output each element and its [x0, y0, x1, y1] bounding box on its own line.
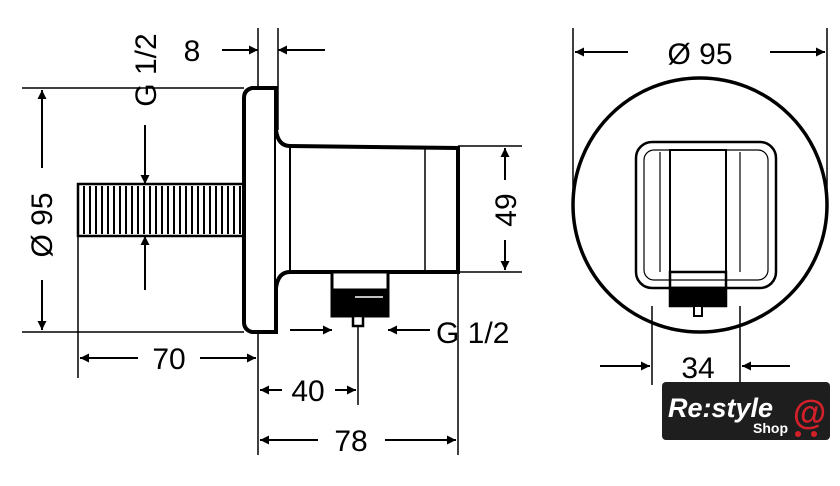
body: [274, 129, 460, 289]
dim-body-height: 49: [490, 193, 523, 226]
holder-inner: [669, 149, 727, 273]
restyle-shop-logo: Re:style Shop @: [662, 382, 830, 440]
logo-sub: Shop: [753, 420, 788, 436]
logo-at: @: [793, 394, 826, 432]
logo-brand: Re:style: [668, 393, 773, 423]
dim-pipe-length: 70: [152, 343, 185, 376]
dim-total-depth: 78: [334, 425, 367, 458]
dim-flange-thickness: 8: [184, 35, 201, 68]
dim-outlet-thread: G 1/2: [436, 317, 509, 350]
dim-outlet-offset: 40: [291, 375, 324, 408]
dim-rosette-diameter: Ø 95: [667, 38, 732, 71]
outlet-thread: [330, 288, 390, 318]
pipe-thread-hatching: [83, 186, 241, 234]
side-view: [22, 28, 522, 455]
holder-outer: [634, 140, 778, 290]
dim-inlet-thread: G 1/2: [130, 33, 163, 106]
dim-holder-width: 34: [681, 352, 714, 385]
dim-flange-diameter: Ø 95: [26, 192, 59, 257]
flange: [242, 86, 278, 334]
outlet-nut: [330, 270, 390, 292]
front-view: [571, 28, 829, 385]
